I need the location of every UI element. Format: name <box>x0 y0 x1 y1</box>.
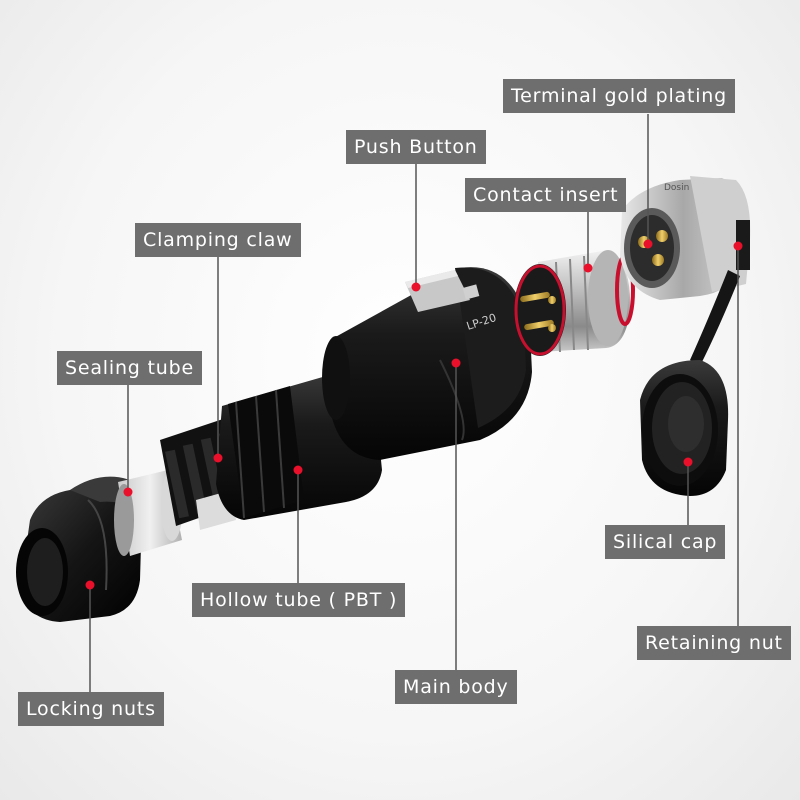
dot-main-body <box>451 358 461 368</box>
dot-hollow-tube <box>293 465 303 475</box>
dot-terminal-gold-plating <box>643 239 653 249</box>
locking-nut-part <box>16 476 142 622</box>
label-hollow-tube: Hollow tube ( PBT ) <box>192 583 406 617</box>
receptacle-part: Dosin <box>620 176 751 300</box>
label-push-button: Push Button <box>346 130 486 164</box>
brand-marking: Dosin <box>664 183 689 193</box>
pointer-dots <box>85 239 743 590</box>
dot-locking-nuts <box>85 580 95 590</box>
label-clamping-claw: Clamping claw <box>135 223 301 257</box>
leader-lines <box>89 114 739 692</box>
contact-insert-part <box>514 250 631 356</box>
dot-sealing-tube <box>123 487 133 497</box>
label-sealing-tube: Sealing tube <box>57 351 202 385</box>
label-contact-insert: Contact insert <box>465 178 627 212</box>
dot-clamping-claw <box>213 453 223 463</box>
label-silical-cap: Silical cap <box>605 525 726 559</box>
label-terminal-gold-plating: Terminal gold plating <box>503 79 736 113</box>
label-locking-nuts: Locking nuts <box>18 692 164 726</box>
main-body-part: LP-20 <box>322 267 532 460</box>
dot-contact-insert <box>583 263 593 273</box>
label-main-body: Main body <box>395 670 517 704</box>
dot-retaining-nut <box>733 241 743 251</box>
dot-push-button <box>411 282 421 292</box>
silical-cap-part <box>640 270 740 496</box>
dot-silical-cap <box>683 457 693 467</box>
label-retaining-nut: Retaining nut <box>637 626 791 660</box>
